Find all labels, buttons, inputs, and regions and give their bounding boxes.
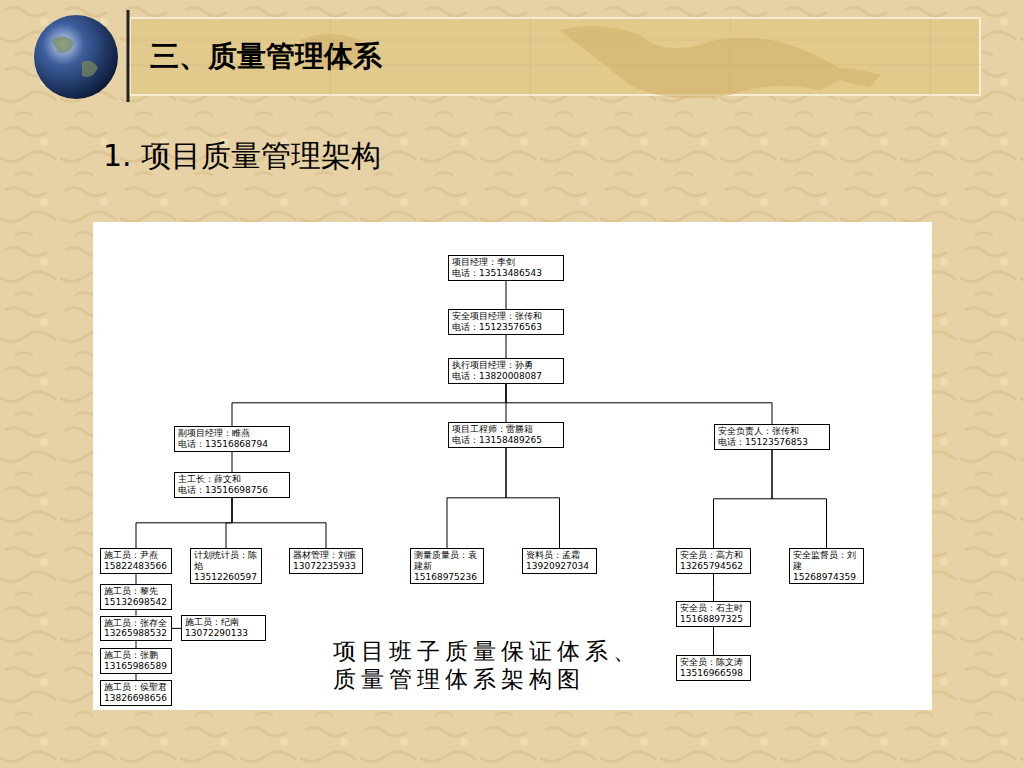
org-connector (506, 448, 560, 548)
box-text: 安全负责人：张传和 (718, 426, 826, 437)
org-box: 施工员：尹焘15822483566 (100, 548, 172, 574)
box-text: 施工员：侯聖君13826698656 (104, 682, 168, 704)
org-connector (232, 452, 233, 472)
org-connector (713, 627, 714, 655)
org-box: 器材管理：刘振13072235933 (289, 548, 363, 574)
org-connector (714, 450, 773, 548)
org-box: 施工员：张存全13265988532 (100, 616, 172, 642)
org-connector (232, 498, 326, 548)
box-text: 施工员：纪南 (185, 617, 262, 628)
box-text: 安全员：高方和 (680, 550, 747, 561)
box-text: 副项目经理：睢燕 (178, 428, 286, 439)
box-text: 施工员：尹焘 (104, 550, 168, 561)
box-text: 15822483566 (104, 561, 168, 572)
org-box: 施工员：张鹏13165986589 (100, 648, 172, 674)
box-text: 13265794562 (680, 561, 747, 572)
box-text: 主工长：薛文和 (178, 474, 286, 485)
org-box: 安全项目经理：张传和电话：15123576563 (448, 309, 564, 335)
org-connector (232, 384, 506, 426)
org-connector (713, 574, 714, 601)
box-text: 电话：13516698756 (178, 485, 286, 496)
globe (34, 15, 118, 99)
box-text: 施工员：黎先 (104, 586, 168, 597)
box-text: 电话：13820008087 (452, 371, 560, 382)
title-divider (127, 10, 130, 102)
box-text: 15168897325 (680, 614, 747, 625)
org-connector (772, 450, 827, 548)
chart-panel (93, 222, 932, 710)
org-box: 安全负责人：张传和电话：15123576853 (714, 424, 830, 450)
slide-title: 三、质量管理体系 (150, 37, 382, 77)
box-text: 电话：13513486543 (452, 268, 560, 279)
box-text: 电话：13516868794 (178, 439, 286, 450)
box-text: 13165986589 (104, 661, 168, 672)
org-connector (136, 641, 137, 648)
org-connector (447, 448, 506, 548)
org-box: 主工长：薛文和电话：13516698756 (174, 472, 290, 498)
box-text: 15168975236 (414, 572, 480, 583)
map-grid (130, 18, 980, 95)
org-box: 测量质量员：袁建新15168975236 (410, 548, 484, 584)
org-connector (506, 384, 772, 424)
box-text: 安全监督员：刘建 (793, 550, 860, 572)
box-text: 项目经理：李剑 (452, 257, 560, 268)
org-box: 安全监督员：刘建15268974359 (789, 548, 864, 584)
box-text: 施工员：张鹏 (104, 650, 168, 661)
box-text: 计划统计员：陈焰 (194, 550, 258, 572)
org-box: 安全员：高方和13265794562 (676, 548, 751, 574)
org-connector (136, 498, 232, 548)
box-text: 15132698542 (104, 597, 168, 608)
org-box: 施工员：侯聖君13826698656 (100, 680, 172, 706)
chart-caption: 项目班子质量保证体系、质量管理体系架构图 (333, 638, 668, 693)
box-text: 安全员：陈文涛13516966598 (680, 657, 747, 679)
org-box: 计划统计员：陈焰13512260597 (190, 548, 262, 584)
box-text: 器材管理：刘振13072235933 (293, 550, 359, 572)
map-silhouette (300, 26, 880, 98)
org-connector (506, 335, 507, 358)
org-box: 安全员：石主时15168897325 (676, 601, 751, 627)
section-heading: 1. 项目质量管理架构 (103, 136, 381, 177)
box-text: 13512260597 (194, 572, 258, 583)
box-text: 电话：15123576853 (718, 437, 826, 448)
box-text: 13072290133 (185, 628, 262, 639)
box-text: 施工员：张存全13265988532 (104, 618, 168, 640)
box-text: 执行项目经理：孙勇 (452, 360, 560, 371)
box-text: 资料员：孟霜 (526, 550, 593, 561)
box-text: 电话：15123576563 (452, 322, 560, 333)
box-text: 电话：13158489265 (452, 435, 560, 446)
box-text: 安全员：石主时 (680, 603, 747, 614)
box-text: 13920927034 (526, 561, 593, 572)
org-box: 安全员：陈文涛13516966598 (676, 655, 751, 681)
box-text: 15268974359 (793, 572, 860, 583)
org-box: 项目工程师：雷勝籍电话：13158489265 (448, 422, 564, 448)
org-box: 施工员：黎先15132698542 (100, 584, 172, 610)
org-box: 施工员：纪南13072290133 (181, 615, 266, 641)
org-connector (172, 628, 181, 629)
org-box: 资料员：孟霜13920927034 (522, 548, 597, 574)
org-box: 执行项目经理：孙勇电话：13820008087 (448, 358, 564, 384)
org-box: 项目经理：李剑电话：13513486543 (448, 255, 564, 281)
org-connector (226, 498, 232, 548)
org-connector (506, 281, 507, 309)
org-box: 副项目经理：睢燕电话：13516868794 (174, 426, 290, 452)
globe-land (52, 36, 98, 77)
box-text: 项目工程师：雷勝籍 (452, 424, 560, 435)
box-text: 安全项目经理：张传和 (452, 311, 560, 322)
box-text: 测量质量员：袁建新 (414, 550, 480, 572)
org-connector (136, 574, 137, 584)
